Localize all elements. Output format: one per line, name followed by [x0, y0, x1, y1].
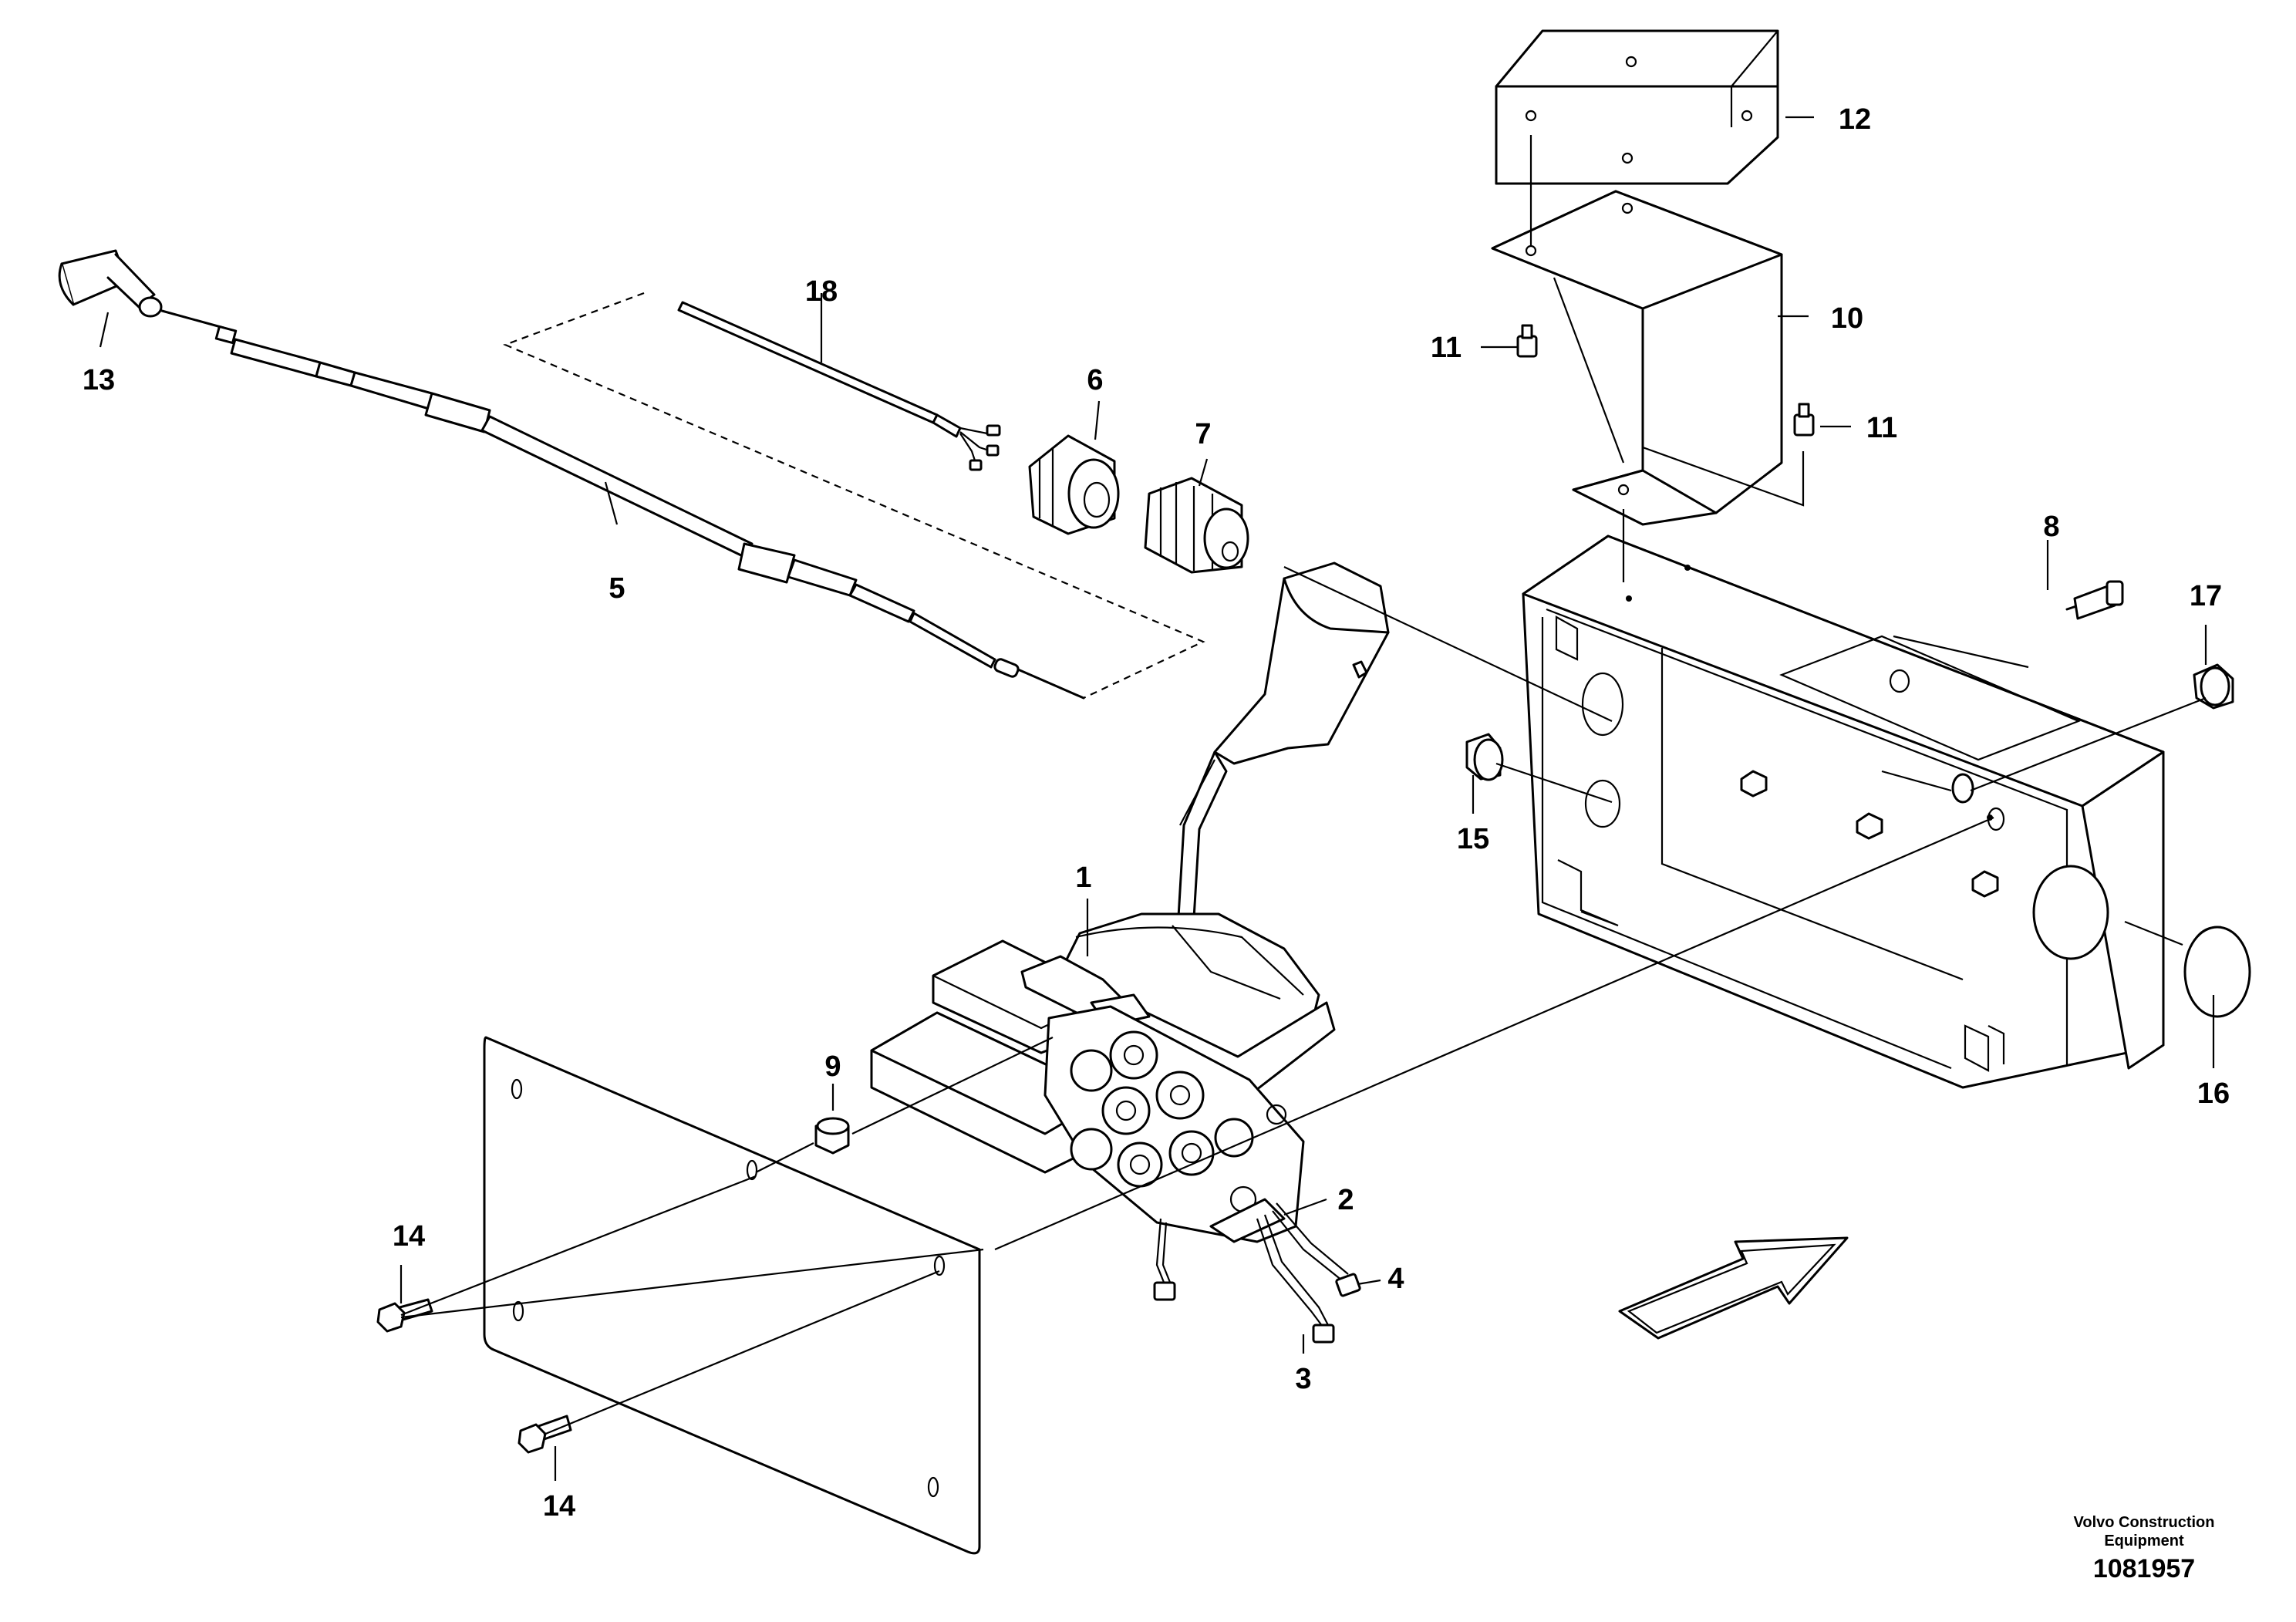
- callout-5: 5: [609, 572, 625, 605]
- callout-1: 1: [1075, 862, 1091, 894]
- part-17-plug: [2193, 663, 2234, 710]
- brand-line-1: Volvo Construction: [2074, 1514, 2215, 1531]
- part-9-spacer: [814, 1117, 850, 1155]
- footer-branding: Volvo Construction Equipment 1081957: [2074, 1514, 2215, 1583]
- callout-4: 4: [1387, 1263, 1404, 1295]
- part-1-shift-lever: [1175, 561, 1390, 958]
- mounting-plate: [483, 1036, 981, 1555]
- box-housing: [1522, 534, 2165, 1089]
- leader-lines: [99, 116, 2215, 1481]
- part-10-bracket: [1491, 190, 1783, 526]
- callout-labels: 1 2 3 4 5 6 7 8 9 10 11 11 12 13 14 14 1…: [83, 103, 2230, 1523]
- callout-10: 10: [1831, 302, 1863, 335]
- part-6-bushing: [1028, 434, 1120, 535]
- callout-7: 7: [1195, 418, 1211, 450]
- direction-arrow: [1618, 1236, 1849, 1340]
- shifter-wiring: [1153, 1198, 1361, 1344]
- callout-3: 3: [1295, 1363, 1311, 1395]
- part-5-cable: [160, 309, 1085, 700]
- callout-13: 13: [83, 364, 115, 396]
- callout-8: 8: [2043, 511, 2059, 543]
- part-16-cap: [2183, 926, 2251, 1018]
- part-13-clevis: [58, 249, 163, 318]
- part-14-bolt-upper: [376, 1298, 433, 1333]
- callout-11-left: 11: [1431, 332, 1462, 364]
- callout-6: 6: [1087, 364, 1103, 396]
- callout-15: 15: [1457, 823, 1489, 855]
- part-8-screw: [2065, 580, 2124, 620]
- callout-12: 12: [1839, 103, 1871, 136]
- callout-16: 16: [2197, 1077, 2230, 1110]
- shifter-body: [1020, 912, 1336, 1243]
- part-11-bolt-left: [1516, 324, 1538, 358]
- part-18-harness: [503, 292, 1205, 699]
- callout-14-upper: 14: [393, 1220, 425, 1253]
- callout-17: 17: [2190, 580, 2222, 612]
- part-14-bolt-lower: [518, 1415, 572, 1454]
- part-15-plug: [1465, 733, 1504, 781]
- callout-14-lower: 14: [543, 1490, 575, 1523]
- part-12-cover-plate: [1495, 29, 1779, 185]
- callout-11-right: 11: [1866, 412, 1897, 444]
- part-7-bellows: [1144, 477, 1249, 574]
- callout-2: 2: [1337, 1184, 1354, 1216]
- document-number: 1081957: [2093, 1554, 2195, 1583]
- part-11-bolt-right: [1793, 403, 1815, 437]
- callout-18: 18: [805, 275, 838, 308]
- brand-line-2: Equipment: [2104, 1533, 2184, 1549]
- callout-9: 9: [824, 1050, 841, 1083]
